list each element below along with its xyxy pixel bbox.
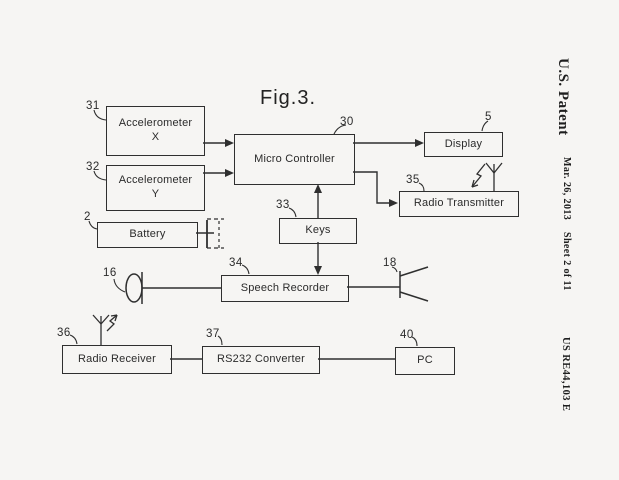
ref-microphone: 16 bbox=[103, 267, 117, 279]
ref-micro-controller: 30 bbox=[340, 116, 354, 128]
leader-37 bbox=[217, 335, 223, 346]
margin-patent-header: U.S. Patent bbox=[555, 58, 571, 136]
ref-radio-receiver: 36 bbox=[57, 327, 71, 339]
leader-40 bbox=[411, 336, 418, 347]
transmit-wave-icon bbox=[471, 163, 486, 188]
block-speech-recorder-label: Speech Recorder bbox=[240, 281, 330, 294]
block-micro-controller: Micro Controller bbox=[234, 134, 355, 185]
receive-wave-icon bbox=[106, 314, 118, 332]
block-radio-receiver-label: Radio Receiver bbox=[77, 352, 156, 365]
leader-31 bbox=[93, 109, 107, 121]
receiver-antenna-icon bbox=[92, 314, 110, 345]
block-micro-controller-label: Micro Controller bbox=[254, 152, 335, 165]
speaker-icon bbox=[399, 266, 429, 302]
ref-keys: 33 bbox=[276, 199, 290, 211]
block-radio-receiver: Radio Receiver bbox=[62, 345, 172, 374]
arrowhead-accy bbox=[225, 169, 234, 177]
block-battery-label: Battery bbox=[129, 228, 166, 241]
leader-33 bbox=[288, 207, 297, 218]
arrowhead-keys-up bbox=[314, 184, 322, 193]
transmitter-antenna-icon bbox=[485, 162, 503, 191]
block-accelerometer-x: Accelerometer X bbox=[106, 106, 205, 156]
block-accelerometer-y-sublabel: Y bbox=[151, 188, 160, 200]
ref-rs232-converter: 37 bbox=[206, 328, 220, 340]
ref-pc: 40 bbox=[400, 329, 414, 341]
arrowhead-accx bbox=[225, 139, 234, 147]
figure-title: Fig.3. bbox=[260, 87, 317, 109]
ref-display: 5 bbox=[485, 111, 492, 123]
leader-16 bbox=[113, 278, 126, 293]
ref-radio-transmitter: 35 bbox=[406, 174, 420, 186]
ref-speaker: 18 bbox=[383, 257, 397, 269]
leader-30 bbox=[333, 124, 347, 135]
connector-mc-to-transmitter bbox=[353, 171, 389, 204]
margin-date: Mar. 26, 2013 bbox=[561, 157, 572, 221]
block-rs232-converter: RS232 Converter bbox=[202, 346, 320, 374]
block-speech-recorder: Speech Recorder bbox=[221, 275, 349, 302]
arrowhead-display bbox=[415, 139, 424, 147]
ref-accelerometer-y: 32 bbox=[86, 161, 100, 173]
block-keys-label: Keys bbox=[305, 224, 331, 237]
block-accelerometer-x-sublabel: X bbox=[151, 131, 160, 143]
block-accelerometer-y-label: Accelerometer bbox=[118, 174, 193, 187]
margin-patent-number: US RE44,103 E bbox=[560, 337, 571, 412]
block-pc-label: PC bbox=[417, 354, 433, 367]
leader-5 bbox=[481, 120, 489, 132]
block-rs232-converter-label: RS232 Converter bbox=[217, 353, 305, 366]
leader-36 bbox=[69, 334, 78, 345]
leader-32 bbox=[93, 170, 107, 181]
block-display: Display bbox=[424, 132, 503, 157]
block-accelerometer-y: Accelerometer Y bbox=[106, 165, 205, 211]
block-radio-transmitter: Radio Transmitter bbox=[399, 191, 519, 217]
leader-2 bbox=[88, 220, 98, 230]
margin-sheet: Sheet 2 of 11 bbox=[561, 232, 572, 291]
block-keys: Keys bbox=[279, 218, 357, 244]
leader-18 bbox=[391, 266, 398, 273]
block-radio-transmitter-label: Radio Transmitter bbox=[413, 197, 505, 210]
battery-terminal-icon bbox=[206, 218, 224, 249]
leader-35 bbox=[418, 182, 425, 192]
arrowhead-recorder-down bbox=[314, 266, 322, 275]
ref-speech-recorder: 34 bbox=[229, 257, 243, 269]
arrowhead-transmitter bbox=[389, 199, 398, 207]
block-battery: Battery bbox=[97, 222, 198, 248]
block-accelerometer-x-label: Accelerometer bbox=[118, 117, 193, 130]
ref-accelerometer-x: 31 bbox=[86, 100, 100, 112]
ref-battery: 2 bbox=[84, 211, 91, 223]
leader-34 bbox=[241, 264, 250, 275]
microphone-icon bbox=[125, 272, 143, 304]
block-display-label: Display bbox=[444, 137, 483, 150]
block-pc: PC bbox=[395, 347, 455, 375]
